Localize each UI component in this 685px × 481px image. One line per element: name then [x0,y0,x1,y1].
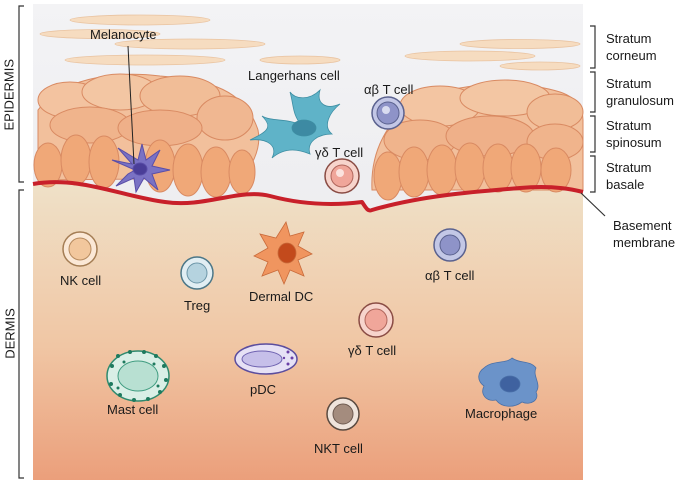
dermal-dc-label: Dermal DC [249,289,314,304]
pdc-label: pDC [250,382,277,397]
mast-cell [106,350,170,402]
gd-t-epidermis-label: γδ T cell [315,145,364,160]
stratum-granulosum-label: Stratum granulosum [606,75,674,109]
stratum-spinosum-label: Stratum spinosum [606,117,662,151]
stratum-basale-label: Stratum basale [606,159,652,193]
layer-brackets [590,25,596,193]
basement-membrane-label: Basement membrane [613,217,675,251]
stratum-spinosum-line1: Stratum [606,118,652,133]
ab-t-dermis-label: αβ T cell [425,268,475,283]
langerhans-label: Langerhans cell [248,68,340,83]
nkt-cell [326,397,360,431]
melanocyte-label: Melanocyte [90,27,157,42]
stratum-basale-line2: basale [606,177,645,192]
pdc-cell [234,343,298,375]
stratum-spinosum-line2: spinosum [606,135,662,150]
dermal-dc-cell [253,221,313,286]
stratum-corneum-line1: Stratum [606,31,652,46]
macrophage-cell [478,357,539,407]
nkt-cell-label: NKT cell [314,441,363,456]
nk-cell [62,231,98,267]
gd-t-cell-dermis [358,302,394,338]
langerhans-cell [249,88,341,159]
corneum-flakes [39,14,581,71]
dermis-background [33,182,583,481]
treg-label: Treg [184,298,211,313]
gd-t-dermis-label: γδ T cell [348,343,397,358]
melanocyte-pointer [127,45,135,165]
stratum-granulosum-line1: Stratum [606,76,652,91]
keratinocytes-right [371,79,584,201]
treg-cell [180,256,214,290]
stratum-granulosum-line2: granulosum [606,93,674,108]
nk-cell-label: NK cell [60,273,102,288]
basement-membrane-line1: Basement [613,218,672,233]
stratum-basale-line1: Stratum [606,160,652,175]
basement-membrane-line [32,180,584,213]
stratum-corneum-label: Stratum corneum [606,30,657,64]
ab-t-cell-dermis [433,228,467,262]
basement-pointer [580,192,606,217]
basement-membrane-line2: membrane [613,235,676,250]
ab-t-cell-epidermis [371,96,405,130]
epidermis-bracket [18,5,24,183]
macrophage-label: Macrophage [465,406,538,421]
keratinocytes-left [33,73,260,198]
melanocyte-cell [111,143,171,194]
dermis-label: DERMIS [2,308,18,359]
stratum-corneum-line2: corneum [606,48,657,63]
dermis-bracket [18,189,24,479]
mast-cell-label: Mast cell [107,402,159,417]
epidermis-label: EPIDERMIS [1,58,17,131]
ab-t-epidermis-label: αβ T cell [364,82,414,97]
gd-t-cell-epidermis [324,158,360,194]
